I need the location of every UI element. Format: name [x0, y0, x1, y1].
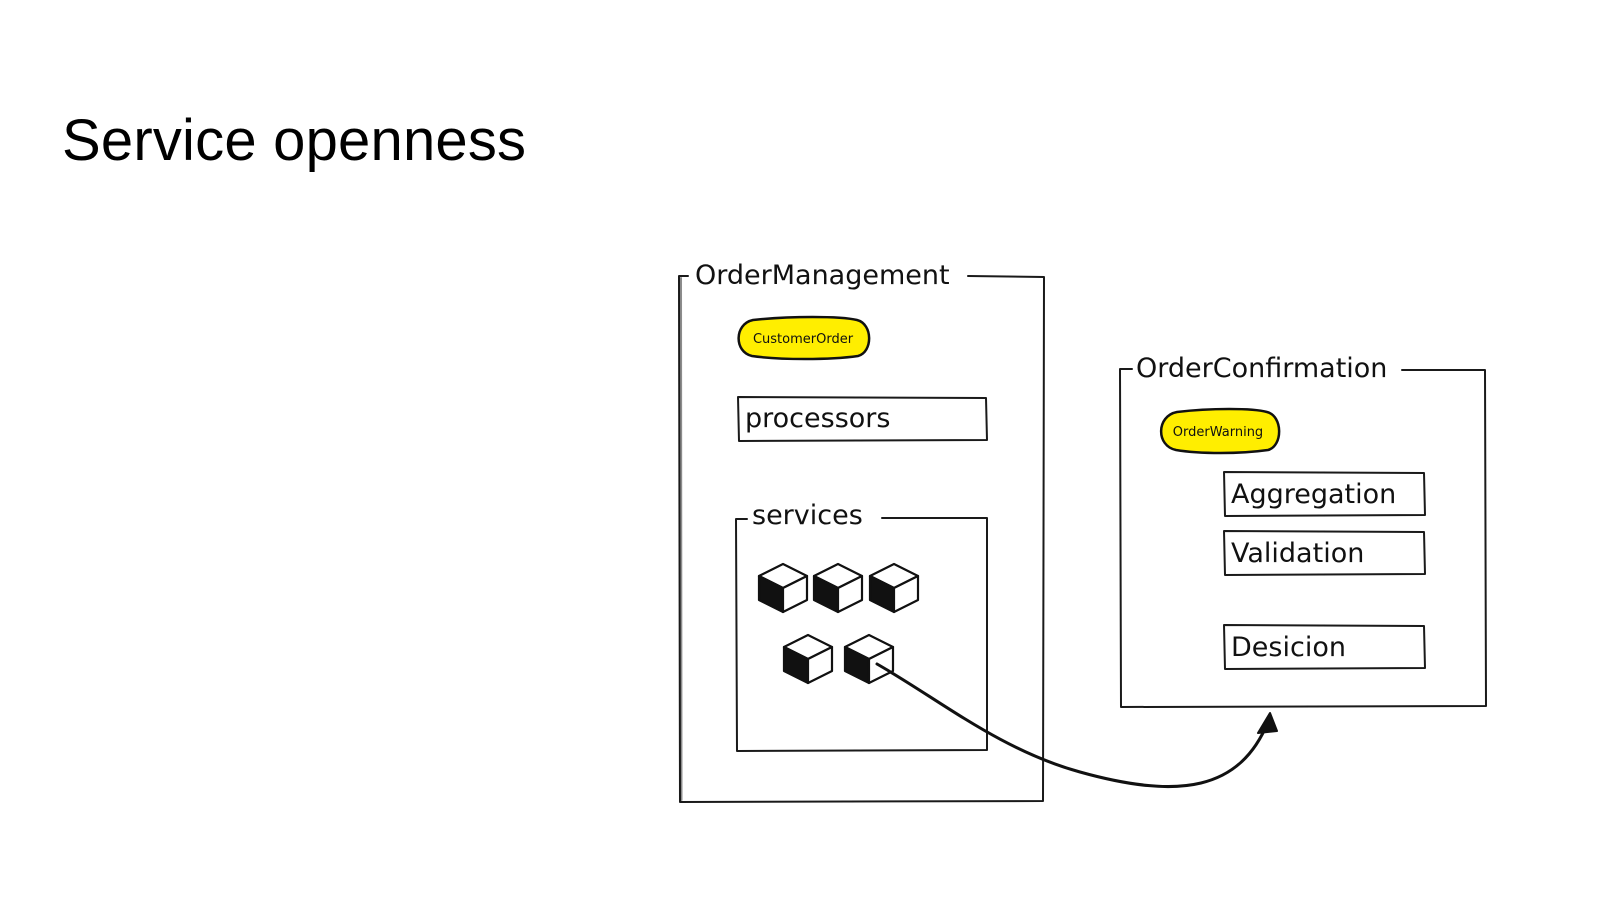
service-cube-icon-2[interactable] [812, 562, 864, 614]
service-cube-icon-3[interactable] [868, 562, 920, 614]
service-cube-icon-5[interactable] [843, 633, 895, 685]
services-label: services [752, 500, 863, 531]
arrowhead-icon [1257, 712, 1278, 734]
connector-arrow [875, 662, 1278, 789]
desicion-label: Desicion [1231, 632, 1346, 663]
order-warning-label: OrderWarning [1173, 425, 1263, 440]
customer-order-event[interactable]: CustomerOrder [737, 315, 871, 361]
order-warning-event[interactable]: OrderWarning [1160, 407, 1281, 455]
order-confirmation-label: OrderConfirmation [1136, 353, 1387, 384]
page-title: Service openness [62, 108, 527, 173]
desicion-box[interactable]: Desicion [1223, 624, 1426, 670]
processors-label: processors [745, 403, 890, 434]
aggregation-label: Aggregation [1231, 479, 1396, 510]
service-cube-icon-4[interactable] [782, 633, 834, 685]
aggregation-box[interactable]: Aggregation [1223, 471, 1426, 517]
services-frame: services [735, 500, 988, 752]
order-management-frame: OrderManagement CustomerOrder processors… [678, 260, 1045, 803]
validation-box[interactable]: Validation [1223, 530, 1426, 576]
processors-box[interactable]: processors [737, 396, 988, 442]
service-cube-icon-1[interactable] [757, 562, 809, 614]
order-confirmation-frame: OrderConfirmation OrderWarning Aggregati… [1119, 353, 1487, 708]
customer-order-label: CustomerOrder [753, 332, 854, 347]
validation-label: Validation [1231, 538, 1364, 569]
order-management-label: OrderManagement [695, 260, 950, 291]
